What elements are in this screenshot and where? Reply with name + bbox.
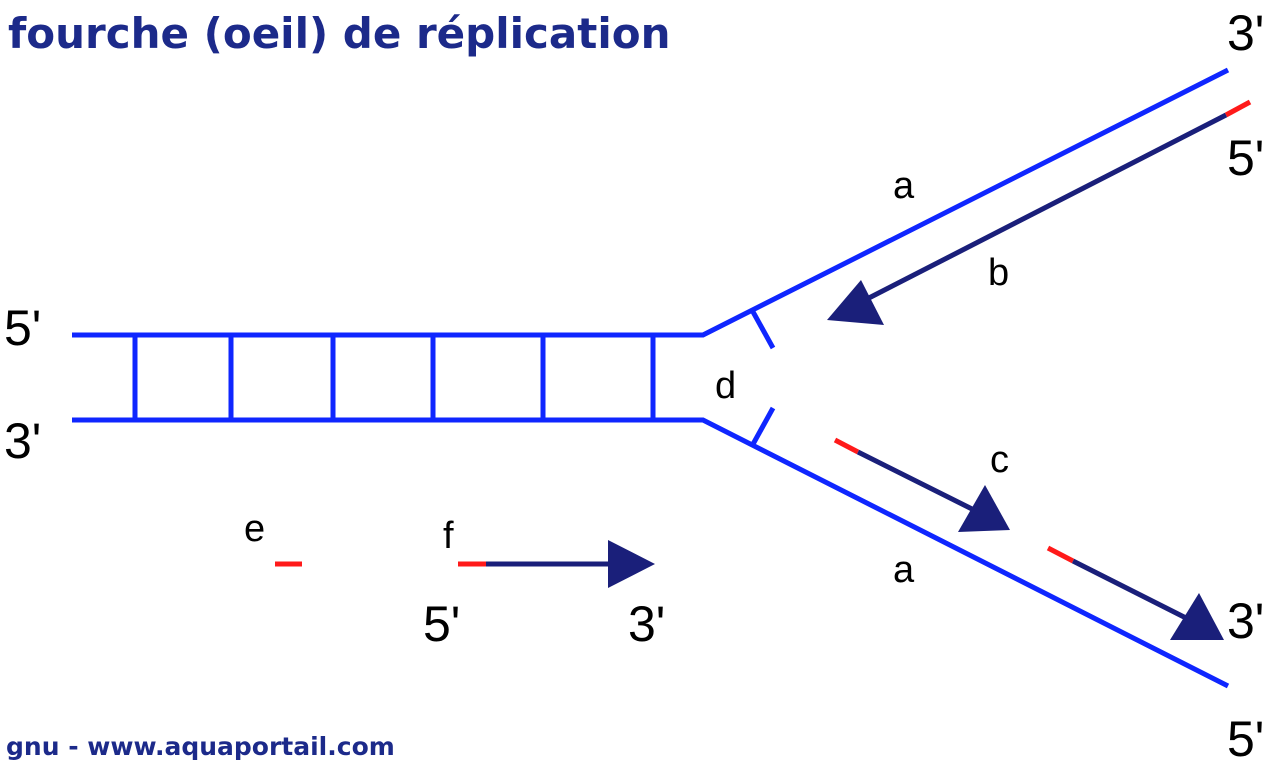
primer-segment (833, 437, 860, 455)
strand-b-arrowhead (827, 280, 884, 325)
label-f: f (443, 515, 454, 557)
upper-arm-end-label: 3' (1227, 5, 1264, 61)
label-c: c (990, 439, 1009, 481)
fragment-c-line (856, 449, 974, 512)
lower-new-end-label: 3' (1227, 593, 1264, 649)
credit-text: gnu - www.aquaportail.com (6, 732, 395, 761)
legend-start-label: 5' (423, 596, 460, 652)
legend-new-dna-f (458, 540, 655, 588)
broken-rung-lower (749, 406, 776, 448)
fragment-2-line (1071, 558, 1188, 621)
bottom-parental-strand (72, 417, 1230, 689)
fragment-2-arrowhead (1170, 593, 1224, 640)
label-d: d (715, 365, 736, 407)
primer-segment (1046, 545, 1075, 564)
legend-f-arrowhead (608, 540, 655, 588)
upper-new-end-label: 5' (1227, 130, 1264, 186)
primer-segment (1224, 99, 1252, 118)
parental-duplex (72, 67, 1230, 689)
strand-b-line (863, 112, 1228, 303)
left-top-end-label: 5' (4, 300, 41, 356)
broken-rung-upper (749, 308, 776, 350)
okazaki-fragment-c (833, 437, 1010, 532)
diagram-title: fourche (oeil) de réplication (8, 9, 670, 58)
legend-end-label: 3' (628, 596, 665, 652)
label-a-upper: a (893, 165, 915, 207)
left-bottom-end-label: 3' (4, 413, 41, 469)
lower-arm-end-label: 5' (1227, 711, 1264, 765)
label-a-lower: a (893, 549, 915, 591)
okazaki-fragment-2 (1046, 545, 1224, 640)
label-b: b (988, 252, 1009, 294)
fragment-c-arrowhead (958, 485, 1010, 532)
top-parental-strand (72, 67, 1230, 338)
new-strand-b (827, 99, 1252, 325)
label-e: e (244, 508, 265, 550)
